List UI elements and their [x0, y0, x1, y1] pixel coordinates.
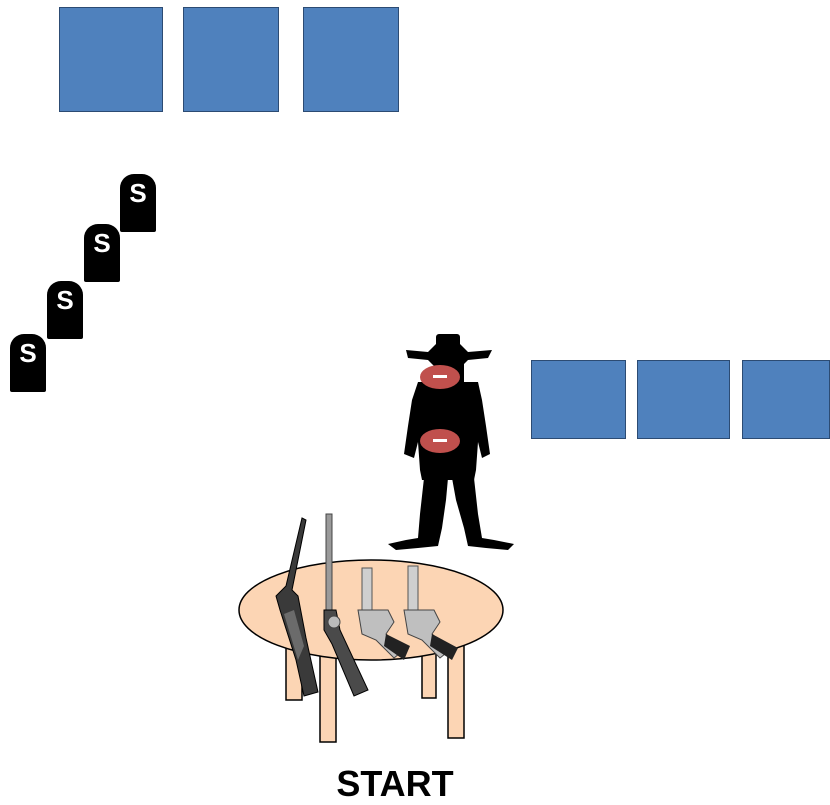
right-slot-2[interactable]	[637, 360, 730, 439]
tombstone-icon: S	[47, 281, 83, 339]
tombstone-icon: S	[120, 174, 156, 232]
start-button[interactable]: START	[336, 763, 454, 804]
tombstone-icon: S	[10, 334, 46, 392]
top-slot-3[interactable]	[303, 7, 399, 112]
cowboy-silhouette-icon[interactable]	[378, 330, 518, 558]
weapon-table	[238, 513, 504, 743]
shotgun-icon[interactable]	[275, 517, 319, 697]
right-slot-3[interactable]	[742, 360, 830, 439]
revolver-icon[interactable]	[357, 567, 410, 660]
top-slot-2[interactable]	[183, 7, 279, 112]
rifle-icon[interactable]	[323, 513, 369, 697]
right-slot-1[interactable]	[531, 360, 626, 439]
revolver-icon[interactable]	[403, 565, 458, 660]
tombstone-icon: S	[84, 224, 120, 282]
top-slot-1[interactable]	[59, 7, 163, 112]
